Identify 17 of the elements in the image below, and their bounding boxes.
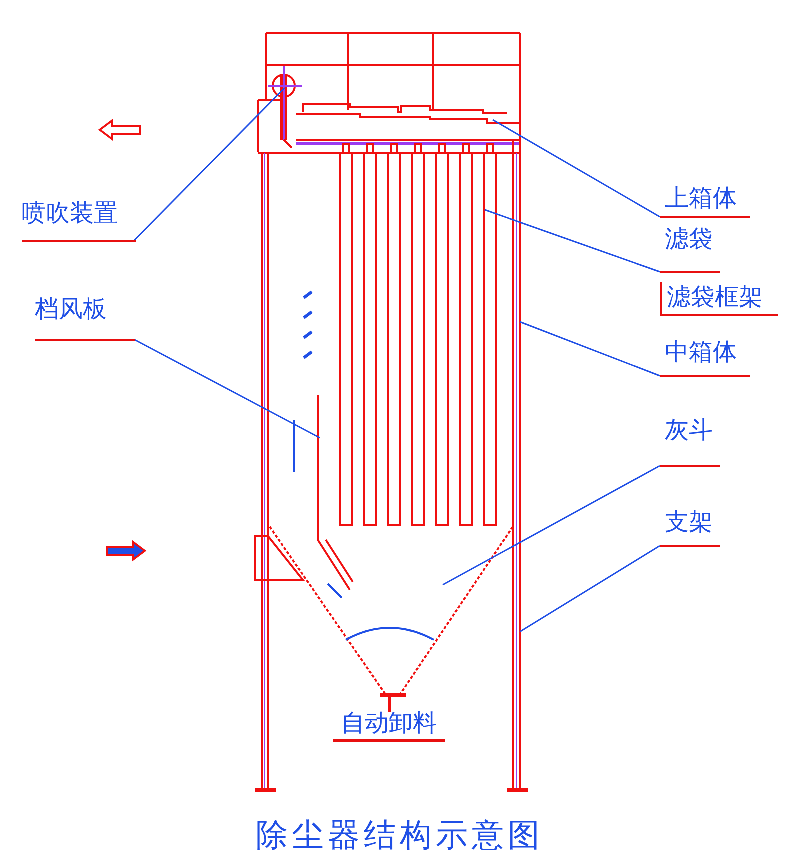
leader-line [133,87,286,242]
callout-label: 上箱体 [660,183,750,218]
callout-label: 中箱体 [660,337,750,377]
callout-label: 档风板 [35,294,135,341]
caption: 除尘器结构示意图 [255,815,545,856]
leader-line [492,119,660,218]
leader-line [520,545,660,633]
callout-label: 滤袋框架 [660,282,778,316]
leader-line [520,321,660,377]
part-label: 自动卸料 [333,708,445,742]
callout-label: 喷吹装置 [22,198,136,242]
leader-line [442,465,660,586]
leader-line [134,339,320,439]
callout-label: 支架 [660,507,720,547]
leader-line [484,209,660,273]
callout-label: 灰斗 [660,415,720,467]
callout-label: 滤袋 [660,224,720,273]
